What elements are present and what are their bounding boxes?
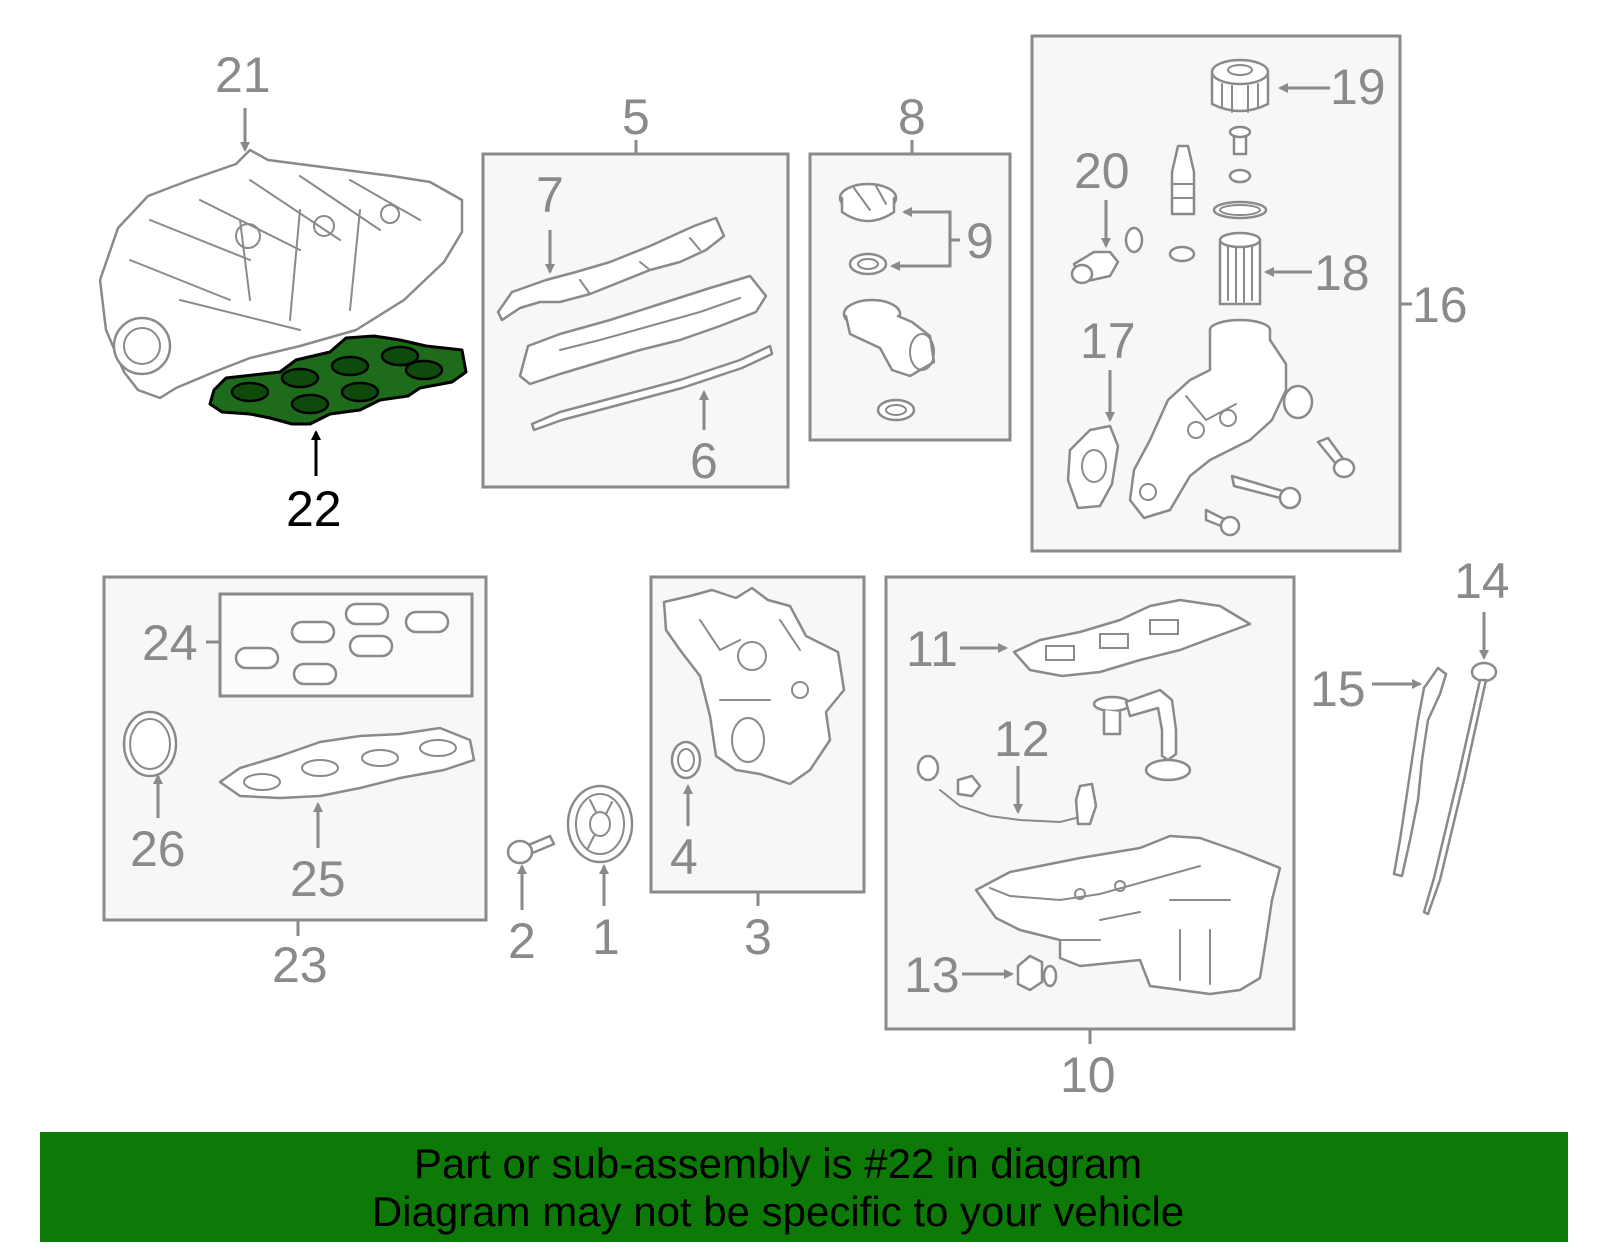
leader-lines xyxy=(153,83,1489,1044)
part-24-port-gaskets[interactable] xyxy=(234,602,450,686)
part-9-o-ring[interactable] xyxy=(848,252,888,276)
banner-line-disclaimer: Diagram may not be specific to your vehi… xyxy=(371,1188,1185,1235)
callout-3: 3 xyxy=(744,909,772,965)
part-4-seal[interactable] xyxy=(670,740,702,780)
part-5-cover[interactable] xyxy=(518,274,768,386)
part-19-filter-cap[interactable] xyxy=(1210,58,1270,220)
part-12-oil-sensor[interactable] xyxy=(916,754,1098,826)
part-22-intake-gasket[interactable] xyxy=(208,334,468,426)
part-25-gasket[interactable] xyxy=(218,726,476,800)
callout-23: 23 xyxy=(272,937,328,993)
part-bushing[interactable] xyxy=(1282,384,1314,420)
callout-8: 8 xyxy=(898,89,926,145)
part-sensor-plug[interactable] xyxy=(1170,144,1196,216)
callout-15: 15 xyxy=(1310,661,1366,717)
callout-1: 1 xyxy=(592,909,620,965)
callout-20: 20 xyxy=(1074,143,1130,199)
banner-line-part-number: Part or sub-assembly is #22 in diagram xyxy=(413,1140,1143,1187)
callout-26: 26 xyxy=(130,821,186,877)
callout-7: 7 xyxy=(536,167,564,223)
part-15-dipstick-tube[interactable] xyxy=(1392,666,1448,878)
part-8-lower-o-ring[interactable] xyxy=(876,398,916,422)
part-bolt-c[interactable] xyxy=(1204,508,1241,537)
callout-19: 19 xyxy=(1330,59,1386,115)
callout-17: 17 xyxy=(1080,313,1136,369)
part-bolt-b[interactable] xyxy=(1230,474,1302,510)
part-oil-pickup[interactable] xyxy=(1092,688,1192,782)
callout-22: 22 xyxy=(286,481,342,537)
callout-16: 16 xyxy=(1412,277,1468,333)
callout-10: 10 xyxy=(1060,1047,1116,1103)
part-washer[interactable] xyxy=(1168,245,1196,263)
part-10-oil-pan[interactable] xyxy=(974,834,1282,996)
part-6-gasket[interactable] xyxy=(530,344,774,432)
part-3-timing-cover[interactable] xyxy=(662,586,846,786)
part-18-oil-filter[interactable] xyxy=(1218,231,1262,306)
part-7-cover[interactable] xyxy=(496,216,726,322)
callout-2: 2 xyxy=(508,913,536,969)
callout-24: 24 xyxy=(142,615,198,671)
part-26-seal-ring[interactable] xyxy=(122,710,178,778)
part-16-filter-housing[interactable] xyxy=(1128,318,1288,520)
callout-5: 5 xyxy=(622,89,650,145)
callout-21: 21 xyxy=(215,47,271,103)
callout-18: 18 xyxy=(1314,245,1370,301)
callout-25: 25 xyxy=(290,851,346,907)
callout-6: 6 xyxy=(690,433,718,489)
part-11-baffle[interactable] xyxy=(1012,598,1252,678)
part-13-drain-plug[interactable] xyxy=(1016,954,1058,992)
callout-13: 13 xyxy=(904,947,960,1003)
part-1-balancer[interactable] xyxy=(566,784,634,864)
part-bolt-a[interactable] xyxy=(1316,436,1356,479)
part-20-sensor[interactable] xyxy=(1070,226,1144,285)
part-21-intake-manifold[interactable] xyxy=(98,148,464,400)
part-14-dipstick[interactable] xyxy=(1422,661,1498,916)
callout-labels: 21 22 5 7 6 8 9 19 20 18 16 17 24 26 25 … xyxy=(130,47,1510,1103)
callout-14: 14 xyxy=(1454,553,1510,609)
callout-12: 12 xyxy=(994,711,1050,767)
part-2-bolt[interactable] xyxy=(506,834,556,865)
callout-11: 11 xyxy=(906,621,958,677)
callout-4: 4 xyxy=(670,829,698,885)
part-9-oil-cap[interactable] xyxy=(838,182,898,223)
part-8-fill-tube[interactable] xyxy=(842,298,936,378)
callout-9: 9 xyxy=(966,213,994,269)
info-banner: Part or sub-assembly is #22 in diagram D… xyxy=(40,1132,1568,1242)
part-17-gasket[interactable] xyxy=(1066,424,1120,510)
